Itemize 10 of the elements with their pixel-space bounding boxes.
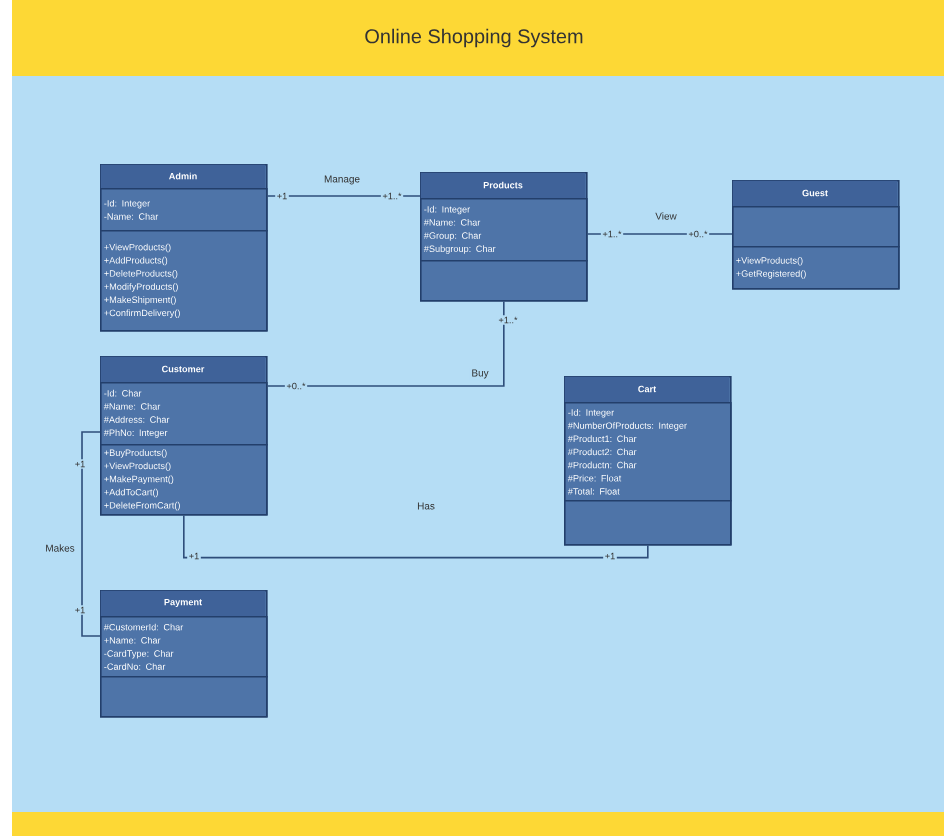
association-line bbox=[81, 431, 101, 637]
empty-compartment bbox=[100, 676, 268, 718]
empty-compartment bbox=[420, 260, 588, 302]
association-line bbox=[266, 300, 505, 387]
association-line bbox=[183, 514, 649, 559]
empty-compartment bbox=[732, 206, 900, 248]
title-band: Online Shopping System bbox=[12, 0, 944, 76]
association-line bbox=[586, 233, 733, 235]
association-line bbox=[266, 195, 421, 197]
empty-compartment bbox=[564, 500, 732, 546]
